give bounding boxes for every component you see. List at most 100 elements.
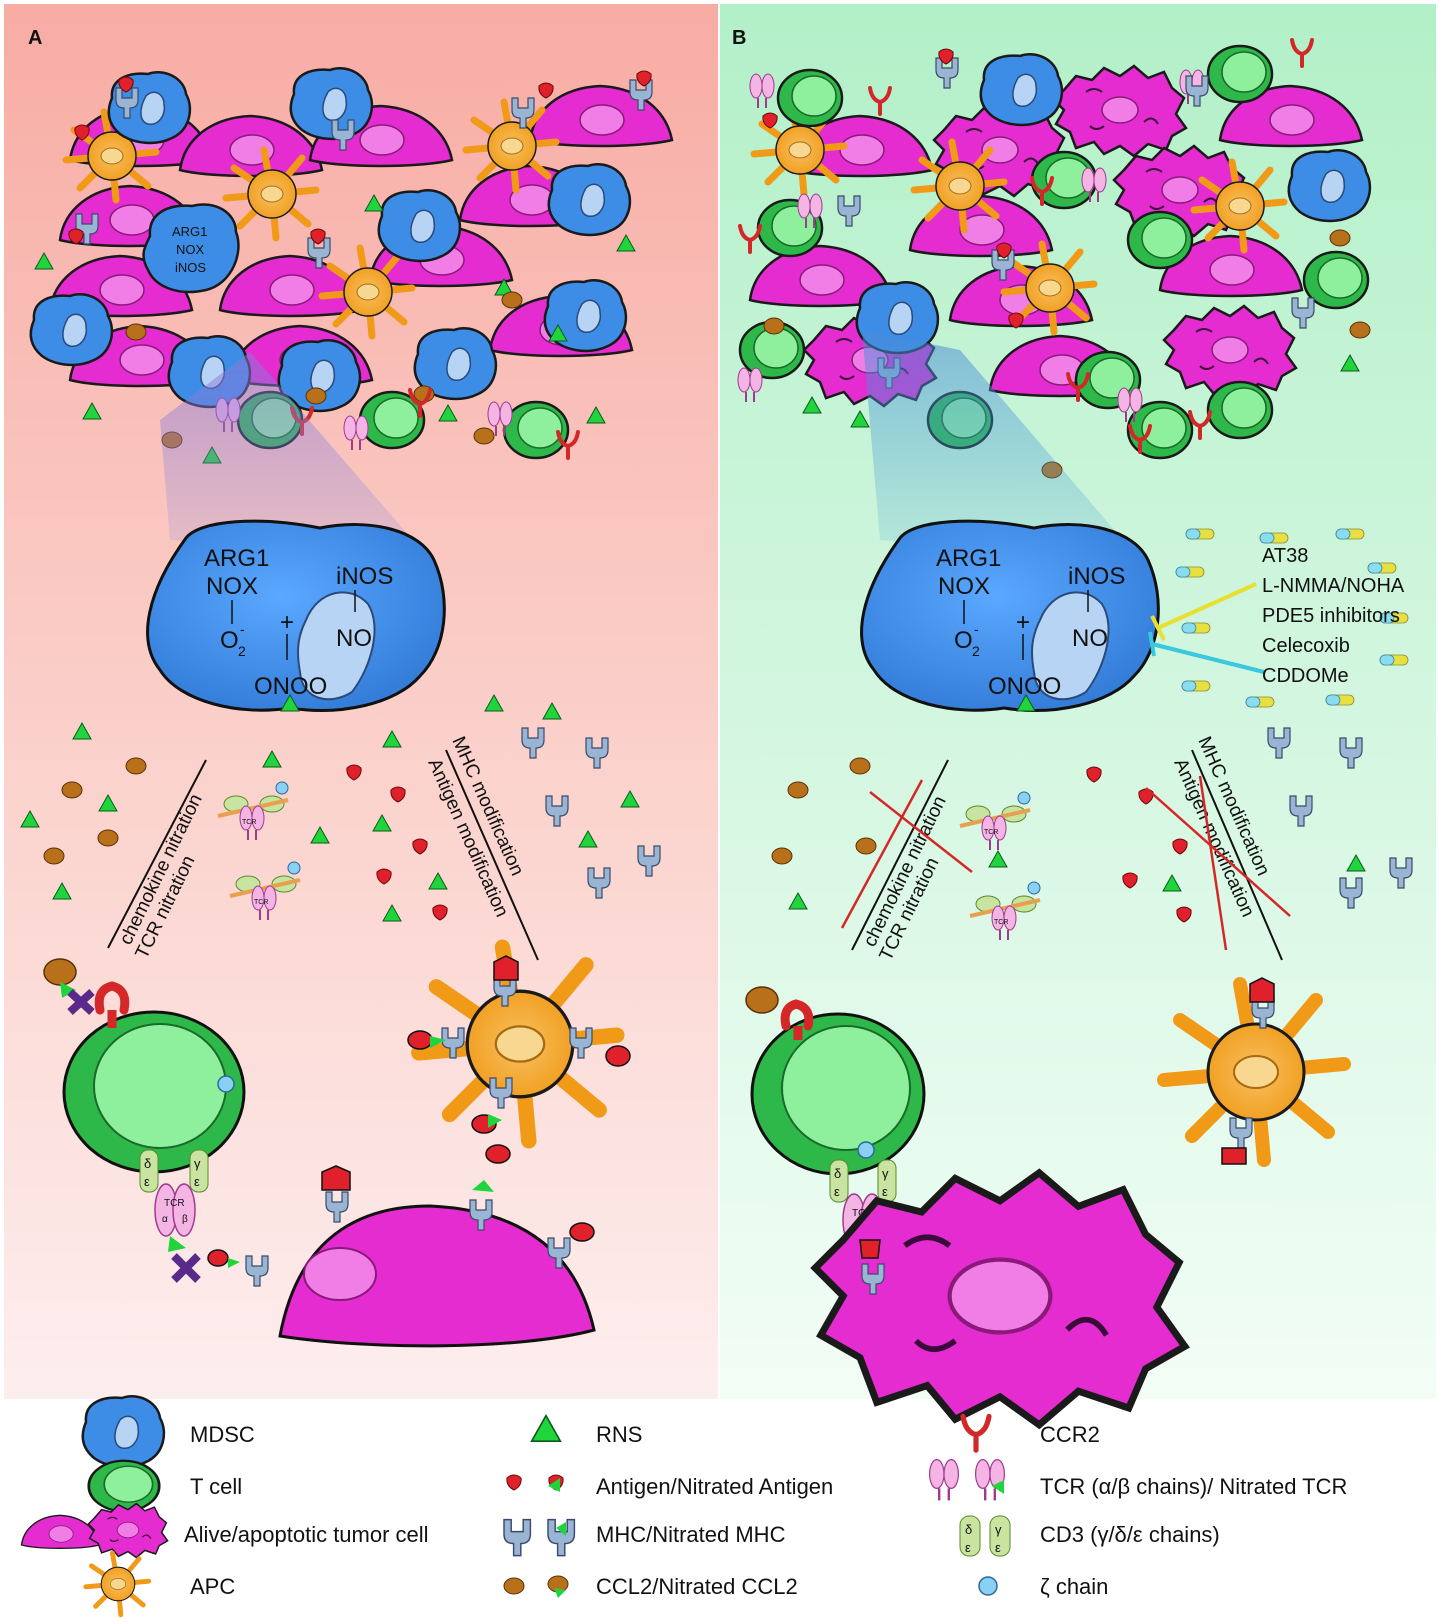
svg-text:TCR: TCR xyxy=(164,1198,185,1209)
legend-label-zeta: ζ chain xyxy=(1040,1574,1108,1599)
legend-label-tcell: T cell xyxy=(190,1474,242,1499)
panel-b-label: B xyxy=(732,27,746,49)
legend-label-rns: RNS xyxy=(596,1422,642,1447)
big-mdsc-o2-sup: - xyxy=(974,621,979,637)
svg-text:TCR: TCR xyxy=(242,819,256,826)
inhibitor-line-yellow xyxy=(1157,582,1257,630)
svg-text:δ: δ xyxy=(144,1156,151,1171)
legend-cd3-icon: δ ε γ ε xyxy=(959,1515,1011,1557)
svg-text:γ: γ xyxy=(995,1522,1002,1537)
legend-label-ccl2: CCL2/Nitrated CCL2 xyxy=(596,1574,798,1599)
svg-text:TCR: TCR xyxy=(254,899,268,906)
mdsc-cell xyxy=(377,188,462,263)
mdsc-enzyme-arg1: ARG1 xyxy=(172,224,207,239)
t-cell xyxy=(502,400,570,460)
svg-text:TCR: TCR xyxy=(984,829,998,836)
panel-a-label: A xyxy=(28,27,42,49)
svg-text:ε: ε xyxy=(882,1184,888,1199)
cross-out-line xyxy=(840,779,924,929)
mdsc-cell xyxy=(289,66,374,141)
big-mdsc-onoo-sup: - xyxy=(318,669,323,685)
t-cell-large xyxy=(750,1012,926,1176)
legend-label-antigen: Antigen/Nitrated Antigen xyxy=(596,1474,833,1499)
svg-text:δ: δ xyxy=(965,1522,972,1537)
mdsc-cell xyxy=(29,292,114,367)
inhibitor-cddome: CDDOMe xyxy=(1262,665,1349,687)
legend-mhc-icon xyxy=(503,1518,532,1557)
ccr2-receptor xyxy=(94,981,130,1015)
legend-tcell-icon xyxy=(87,1459,161,1513)
t-cell xyxy=(1126,210,1194,270)
legend: MDSC T cell Alive/apoptotic tumor cell A… xyxy=(184,1422,1347,1599)
legend-ccr2-icon xyxy=(963,1416,989,1450)
legend-label-cd3: CD3 (γ/δ/ε chains) xyxy=(1040,1522,1220,1547)
legend-tcr-icon xyxy=(928,1458,960,1502)
panel-a-bottom: δ ε γ ε TCR α β xyxy=(43,947,631,1348)
blocked-x xyxy=(67,989,95,1015)
svg-text:β: β xyxy=(182,1214,188,1225)
big-mdsc-o2-sub: 2 xyxy=(972,643,980,659)
mdsc-labeled-cell xyxy=(142,203,240,294)
legend-rns-icon xyxy=(530,1414,562,1442)
mhc-antigen-complex xyxy=(207,1165,595,1287)
legend-label-ccr2: CCR2 xyxy=(1040,1422,1100,1447)
big-mdsc-plus: + xyxy=(280,609,294,636)
legend-label-tcr: TCR (α/β chains)/ Nitrated TCR xyxy=(1040,1474,1347,1499)
tcr-cd3-complex: TCR xyxy=(217,781,289,841)
zeta-chain xyxy=(857,1141,875,1159)
big-mdsc-arg1: ARG1 xyxy=(204,545,269,572)
legend-tumor-alive-icon xyxy=(20,1514,101,1549)
tcr-cd3-complex: TCR xyxy=(969,881,1041,941)
mdsc-enzyme-inos: iNOS xyxy=(175,260,206,275)
mdsc-cell xyxy=(979,52,1064,127)
tcr-large: TCR α β xyxy=(154,1183,196,1252)
big-mdsc-o2-sup: - xyxy=(240,621,245,637)
zeta-chain xyxy=(217,1075,235,1093)
legend-label-apc: APC xyxy=(190,1574,235,1599)
ccl2-molecule xyxy=(43,958,77,986)
svg-text:γ: γ xyxy=(194,1156,201,1171)
big-mdsc-nox: NOX xyxy=(938,573,990,600)
svg-text:ε: ε xyxy=(834,1184,840,1199)
panel-b-big-mdsc: ARG1 NOX O 2 - + iNOS NO ONOO - xyxy=(860,519,1160,712)
legend-nitrated-mhc-icon xyxy=(547,1518,576,1557)
big-mdsc-onoo-sup: - xyxy=(1052,669,1057,685)
legend-nitrated-ccl2-icon xyxy=(547,1575,569,1598)
apc-mhc-antigens xyxy=(407,955,631,1164)
t-cell xyxy=(1206,380,1274,440)
big-mdsc-inos: iNOS xyxy=(336,563,393,590)
big-mdsc-o2-sub: 2 xyxy=(238,643,246,659)
mhc-antigen-complex xyxy=(859,1239,885,1295)
mdsc-enzyme-nox: NOX xyxy=(176,242,205,257)
svg-text:ε: ε xyxy=(965,1540,971,1555)
inhibitor-line-cyan xyxy=(1151,642,1265,674)
svg-text:γ: γ xyxy=(882,1166,889,1181)
t-cell xyxy=(776,68,844,128)
apoptotic-tumor-cell xyxy=(1052,64,1188,158)
big-mdsc-plus: + xyxy=(1016,609,1030,636)
mdsc-cell xyxy=(1287,148,1372,223)
apoptotic-tumor-cell-large xyxy=(815,1173,1185,1425)
big-mdsc-nox: NOX xyxy=(206,573,258,600)
svg-text:δ: δ xyxy=(834,1166,841,1181)
legend-label-mhc: MHC/Nitrated MHC xyxy=(596,1522,786,1547)
inhibitor-pde5: PDE5 inhibitors xyxy=(1262,605,1400,627)
big-mdsc-o2: O xyxy=(954,627,973,654)
svg-text:ε: ε xyxy=(144,1174,150,1189)
legend-zeta-icon xyxy=(978,1576,998,1596)
tcr-cd3-complex: TCR xyxy=(229,861,301,921)
legend-nitrated-antigen-icon xyxy=(548,1474,564,1492)
panel-a-tissue: ARG1 NOX iNOS xyxy=(29,66,674,464)
legend-antigen-icon xyxy=(506,1474,522,1491)
panel-b-bottom: δ ε γ ε TCR α β xyxy=(745,978,1344,1425)
svg-text:α: α xyxy=(162,1214,168,1225)
svg-text:TCR: TCR xyxy=(994,919,1008,926)
cd3-chains: δ ε γ ε xyxy=(829,1159,897,1203)
tcr-cd3-complex: TCR xyxy=(959,791,1031,851)
legend-nitrated-tcr-icon xyxy=(974,1458,1006,1502)
big-mdsc-arg1: ARG1 xyxy=(936,545,1001,572)
legend-tumor-apoptotic-icon xyxy=(87,1502,169,1559)
t-cell xyxy=(1206,44,1274,104)
legend-label-mdsc: MDSC xyxy=(190,1422,255,1447)
